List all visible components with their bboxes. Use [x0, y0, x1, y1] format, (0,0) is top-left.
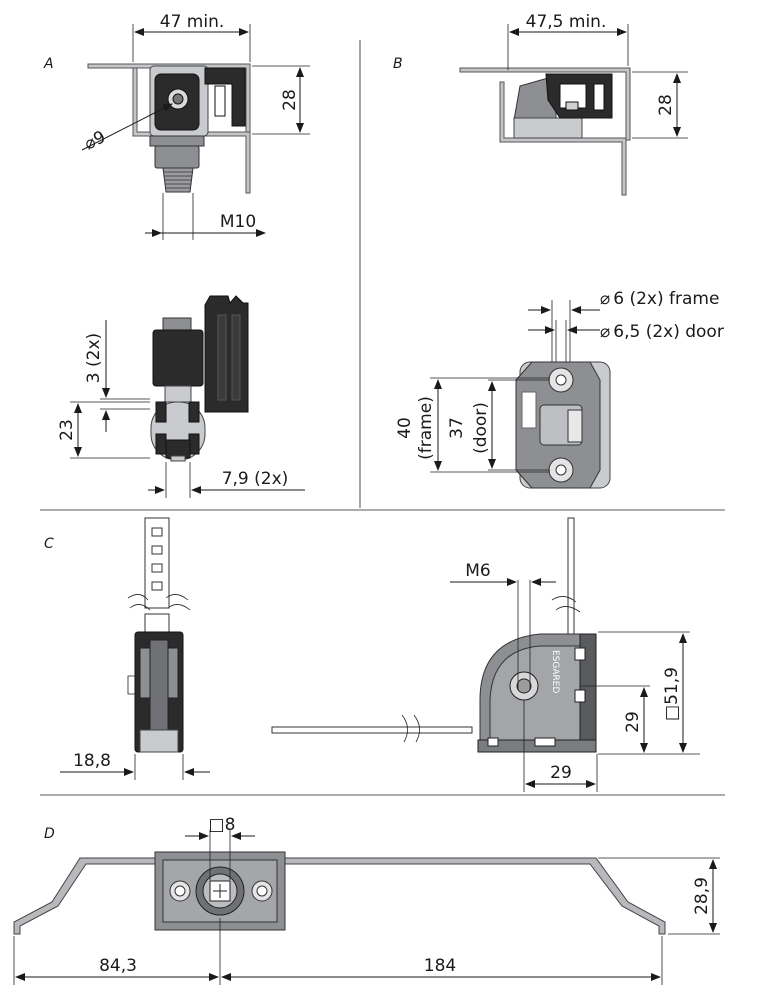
part-embossed-text: ESGARED: [550, 650, 560, 693]
lock-top-view-d: [154, 851, 286, 931]
section-d: D □8 28,9 84,3: [13, 815, 720, 985]
dim-b-37: 37: [447, 417, 467, 439]
dim-d-289: 28,9: [692, 877, 712, 915]
dim-b-28: 28: [656, 94, 676, 116]
dim-d-843: 84,3: [99, 956, 137, 976]
dim-a-23: 23: [57, 419, 77, 441]
section-c-label: C: [44, 536, 54, 552]
dim-c-29-h: 29: [550, 763, 572, 783]
dim-a-9: ⌀9: [81, 127, 109, 154]
lock-side-view-c: [127, 631, 184, 753]
dim-c-519: □51,9: [662, 667, 682, 721]
dim-b-40: 40: [395, 417, 415, 439]
section-b: B 47,5 min. 28 ⌀6 (2x) frame ⌀6,: [393, 12, 724, 489]
dim-b-frame: (frame): [416, 396, 436, 460]
hole-door-label: ⌀6,5 (2x) door: [600, 322, 724, 342]
section-dividers: [40, 40, 725, 796]
dim-a-28: 28: [280, 89, 300, 111]
section-b-label: B: [393, 56, 403, 72]
bracket-d: [13, 857, 666, 935]
section-a: A 47 min. 28: [43, 12, 310, 498]
dim-a-3: 3 (2x): [84, 333, 104, 383]
dim-a-47: 47 min.: [160, 12, 225, 32]
dim-a-m10: M10: [220, 212, 256, 232]
dim-c-29-v: 29: [623, 711, 643, 733]
rod-c-left: [127, 517, 191, 635]
dim-b-475: 47,5 min.: [526, 12, 607, 32]
section-c: C 18,8: [44, 517, 700, 792]
lock-side-view-a: [150, 295, 249, 462]
dim-d-8: □8: [209, 815, 236, 835]
lock-body-b: [513, 73, 613, 139]
section-a-label: A: [43, 56, 54, 72]
hole-frame-label: ⌀6 (2x) frame: [600, 289, 719, 309]
dim-c-m6: M6: [465, 561, 490, 581]
dim-b-door: (door): [471, 402, 491, 454]
lock-body-a: [149, 65, 246, 193]
dim-d-184: 184: [424, 956, 456, 976]
dim-a-79: 7,9 (2x): [222, 469, 289, 489]
lock-front-view-c: ESGARED: [477, 633, 597, 753]
section-d-label: D: [44, 826, 55, 842]
dim-c-188: 18,8: [73, 751, 111, 771]
lock-front-view-b: [515, 361, 611, 489]
